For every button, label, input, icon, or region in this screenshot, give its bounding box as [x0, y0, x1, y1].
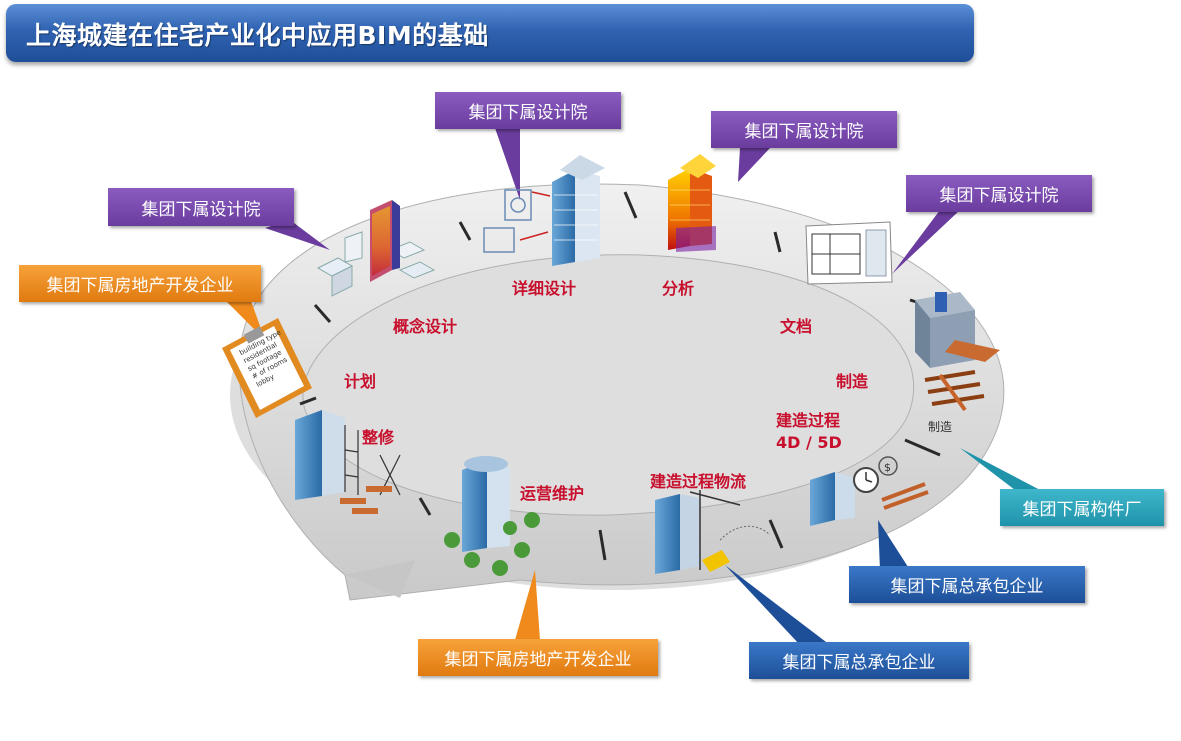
stage-plan: 计划 [344, 372, 377, 391]
callout-developer-2: 集团下属房地产开发企业 [418, 639, 658, 676]
callout-general-contractor-1: 集团下属总承包企业 [849, 566, 1085, 603]
stage-logistics: 建造过程物流 [650, 472, 747, 491]
stage-refurbish: 整修 [362, 428, 395, 447]
callout-pointers [225, 128, 1040, 645]
ring-arrow-tip [345, 560, 415, 598]
concept-blocks-icon [316, 200, 436, 297]
lumber-boards-icon [881, 482, 929, 510]
callout-developer-1: 集团下属房地产开发企业 [19, 265, 261, 302]
svg-text:$: $ [884, 461, 891, 474]
logistics-construction-icon [655, 490, 771, 574]
operation-building-icon [462, 456, 510, 552]
callout-general-contractor-2: 集团下属总承包企业 [749, 642, 969, 679]
callout-component-factory: 集团下属构件厂 [1000, 489, 1164, 526]
stage-construction-line1: 建造过程 [776, 411, 841, 430]
callout-design-institute-3: 集团下属设计院 [711, 111, 897, 148]
detail-design-icon [483, 155, 605, 266]
factory-label: 制造 [928, 420, 953, 434]
clipboard-icon [222, 318, 312, 418]
stage-concept-design: 概念设计 [393, 317, 458, 336]
callout-design-institute-4: 集团下属设计院 [906, 175, 1092, 212]
callout-design-institute-2: 集团下属设计院 [435, 92, 621, 129]
stage-detail-design: 详细设计 [512, 279, 577, 298]
timber-pile-icon [924, 370, 985, 412]
refurbish-building-icon [295, 410, 401, 500]
trees-icon [444, 512, 540, 576]
stage-operation: 运营维护 [520, 484, 585, 503]
callout-design-institute-1: 集团下属设计院 [108, 188, 294, 226]
factory-machine-icon [915, 292, 1000, 368]
stage-manufacture: 制造 [836, 372, 869, 391]
stage-documentation: 文档 [780, 317, 813, 336]
page-title: 上海城建在住宅产业化中应用BIM的基础 [26, 21, 489, 50]
analysis-tower-icon [668, 154, 716, 252]
construction-4d5d-icon: $ [810, 456, 898, 526]
stage-construction-process: 建造过程 4D / 5D [776, 410, 842, 454]
floorplan-document-icon [805, 221, 893, 285]
stage-construction-line2: 4D / 5D [776, 433, 842, 452]
segment-dividers [299, 191, 941, 561]
title-bar: 上海城建在住宅产业化中应用BIM的基础 [6, 4, 974, 62]
stage-analysis: 分析 [662, 279, 695, 298]
bricks-icon [340, 486, 392, 514]
